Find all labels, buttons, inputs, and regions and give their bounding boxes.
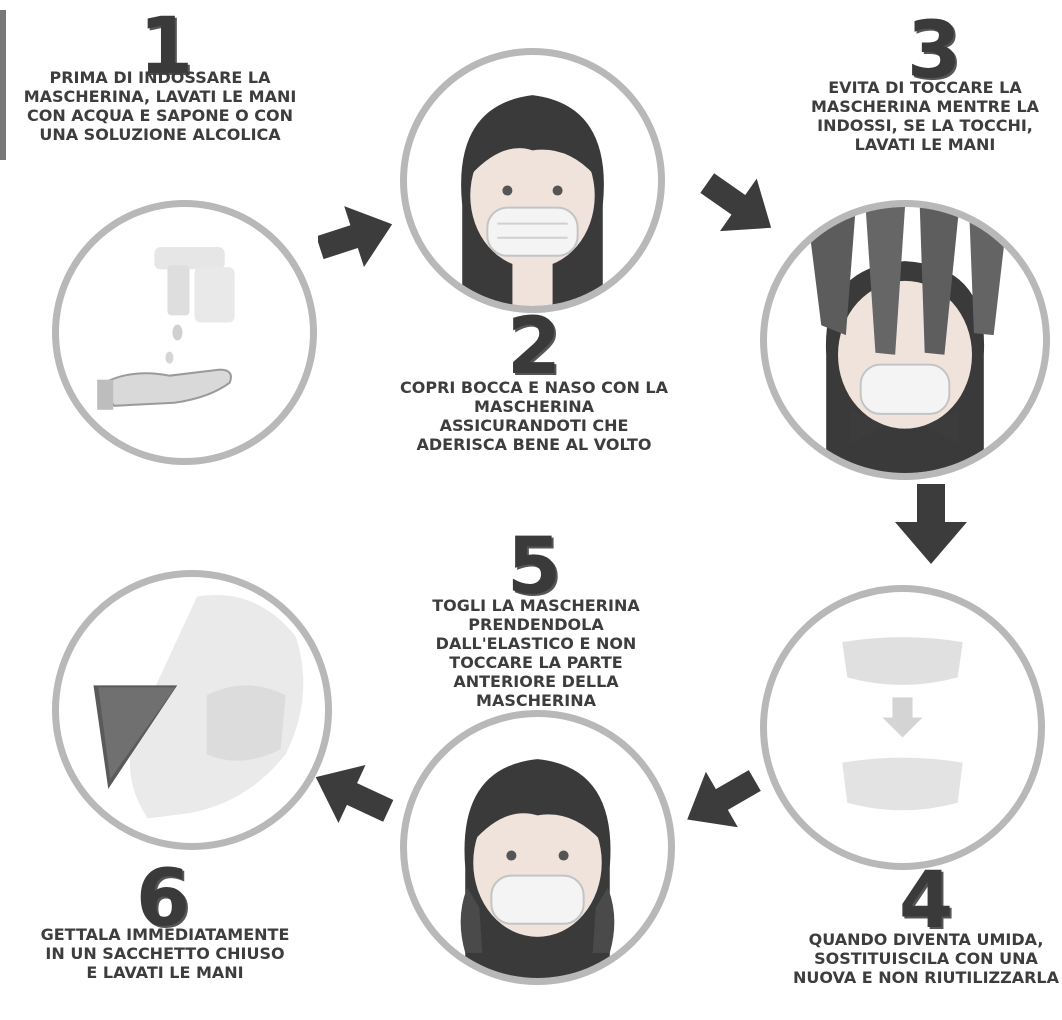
masked-face-icon xyxy=(407,55,658,306)
step-4-number: 4 xyxy=(885,862,965,940)
arrow-1-to-2 xyxy=(318,200,396,272)
dispose-mask-icon xyxy=(59,577,325,843)
step-2-circle xyxy=(400,48,665,313)
replace-mask-icon xyxy=(767,592,1038,863)
hand-washing-icon xyxy=(59,207,310,458)
step-4-text: QUANDO DIVENTA UMIDA, SOSTITUISCILA CON … xyxy=(790,930,1062,987)
step-3-circle xyxy=(760,200,1050,480)
step-1-circle xyxy=(52,200,317,465)
step-5-text: TOGLI LA MASCHERINA PRENDENDOLA DALL'ELA… xyxy=(400,596,672,710)
step-6-text: GETTALA IMMEDIATAMENTE IN UN SACCHETTO C… xyxy=(40,925,290,982)
hands-touching-mask-icon xyxy=(767,207,1043,473)
step-3-text: EVITA DI TOCCARE LA MASCHERINA MENTRE LA… xyxy=(790,78,1060,154)
arrow-4-to-5 xyxy=(680,760,762,840)
step-5-circle xyxy=(400,710,675,985)
arrow-3-to-4 xyxy=(893,484,969,566)
step-1-text: PRIMA DI INDOSSARE LA MASCHERINA, LAVATI… xyxy=(10,68,310,144)
step-2-text: COPRI BOCCA E NASO CON LA MASCHERINA ASS… xyxy=(398,378,670,454)
step-2-number: 2 xyxy=(493,308,573,386)
remove-mask-icon xyxy=(407,717,668,978)
edge-mark xyxy=(0,10,6,160)
step-6-circle xyxy=(52,570,332,850)
step-4-circle xyxy=(760,585,1045,870)
step-5-number: 5 xyxy=(493,528,573,606)
